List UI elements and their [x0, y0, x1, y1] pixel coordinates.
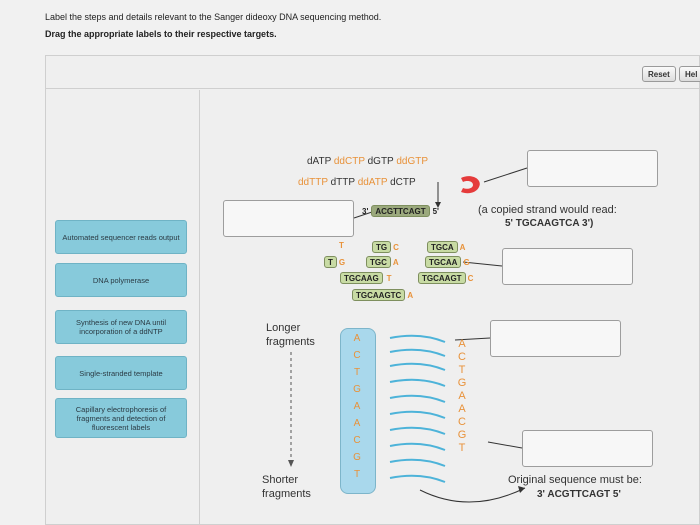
- fragment-end: G: [338, 257, 346, 267]
- tube-letter: G: [353, 384, 361, 395]
- dntp-dgtp: dGTP: [367, 156, 394, 167]
- copied-note-line-2: 5' TGCAAGTCA 3'): [505, 218, 594, 229]
- fragment-core: TG: [372, 241, 392, 253]
- tube-letter: A: [353, 418, 361, 429]
- tube-letter: G: [353, 452, 361, 463]
- tube-letter: A: [353, 333, 361, 344]
- fragment-end: A: [392, 257, 399, 267]
- divider-left: [199, 90, 200, 525]
- capillary-tube: [340, 328, 376, 494]
- readout-letter: A: [458, 390, 466, 402]
- drop-target-5[interactable]: [522, 430, 653, 467]
- dntp-dctp: dCTP: [390, 177, 416, 188]
- fragment-row: TGCAAGTC A: [352, 289, 413, 301]
- label-dna-polymerase[interactable]: DNA polymerase: [55, 263, 187, 297]
- readout-letters: A C T G A A C G T: [455, 338, 469, 454]
- instruction-drag-text: Drag the appropriate labels to their res…: [45, 29, 277, 39]
- fragment-end: T: [386, 273, 392, 283]
- reset-button[interactable]: Reset: [642, 66, 676, 82]
- fragment-row: TGCAAG T: [340, 272, 392, 284]
- template-sequence: ACGTTCAGT: [371, 205, 430, 217]
- help-button[interactable]: Hel: [679, 66, 700, 82]
- divider-top: [46, 88, 700, 89]
- original-sequence-line-1: Original sequence must be:: [508, 474, 642, 486]
- readout-letter: T: [458, 442, 466, 454]
- tube-letter: C: [353, 350, 361, 361]
- label-automated-sequencer[interactable]: Automated sequencer reads output: [55, 220, 187, 254]
- fragment-row: TG C: [372, 241, 399, 253]
- fragment-core: TGCAAGTC: [352, 289, 406, 301]
- label-capillary-electrophoresis[interactable]: Capillary electrophoresis of fragments a…: [55, 398, 187, 438]
- dntp-dttp: dTTP: [330, 177, 355, 188]
- copied-note-line-1: (a copied strand would read:: [478, 204, 617, 216]
- template-strand: 3' ACGTTCAGT 5': [362, 205, 439, 217]
- fragment-row: TGCAA G: [425, 256, 470, 268]
- readout-letter: A: [458, 338, 466, 350]
- fragment-core: TGCAA: [425, 256, 462, 268]
- template-3prime: 3': [362, 206, 369, 216]
- longer-fragments-line-1: Longer: [266, 322, 301, 334]
- fragment-row: TGC A: [366, 256, 399, 268]
- fragment-core: TGC: [366, 256, 391, 268]
- ddntp-ddctp: ddCTP: [333, 156, 365, 167]
- drop-target-1[interactable]: [223, 200, 354, 237]
- fragment-row: TGCA A: [427, 241, 465, 253]
- fragment-core: TGCAAGT: [418, 272, 466, 284]
- drop-target-4[interactable]: [490, 320, 621, 357]
- nucleotides-line-1: dATP ddCTP dGTP ddGTP: [307, 156, 428, 167]
- readout-letter: G: [457, 429, 467, 441]
- tube-letter: C: [353, 435, 361, 446]
- readout-letter: C: [458, 416, 466, 428]
- fragment-row: TGCAAGT C: [418, 272, 473, 284]
- readout-letter: A: [458, 403, 466, 415]
- shorter-fragments-line-2: fragments: [262, 488, 311, 500]
- ddntp-ddatp: ddATP: [357, 177, 388, 188]
- longer-fragments-line-2: fragments: [266, 336, 315, 348]
- drop-target-2[interactable]: [527, 150, 658, 187]
- drop-target-3[interactable]: [502, 248, 633, 285]
- detector-signal-graphic: [389, 334, 446, 483]
- fragment-core: T: [324, 256, 337, 268]
- polymerase-icon: [461, 176, 480, 194]
- fragment-end: T: [339, 241, 344, 250]
- fragment-row: T G: [324, 256, 345, 268]
- label-synthesis-ddntp[interactable]: Synthesis of new DNA until incorporation…: [55, 310, 187, 344]
- tube-letter: T: [353, 367, 361, 378]
- dntp-datp: dATP: [307, 156, 332, 167]
- tube-letters: A C T G A A C G T: [349, 333, 367, 480]
- single-t-fragment: T: [339, 241, 344, 250]
- fragment-end: A: [407, 290, 414, 300]
- fragment-core: TGCA: [427, 241, 458, 253]
- shorter-fragments-line-1: Shorter: [262, 474, 299, 486]
- fragment-end: C: [393, 242, 399, 252]
- fragment-end: C: [467, 273, 474, 283]
- tube-letter: A: [353, 401, 361, 412]
- readout-letter: T: [458, 364, 466, 376]
- readout-letter: C: [458, 351, 466, 363]
- original-sequence-line-2: 3' ACGTTCAGT 5': [537, 489, 621, 500]
- fragment-end: G: [463, 257, 470, 267]
- nucleotides-line-2: ddTTP dTTP ddATP dCTP: [298, 177, 416, 188]
- template-5prime: 5': [432, 206, 439, 216]
- ddntp-ddgtp: ddGTP: [396, 156, 429, 167]
- ddntp-ddttp: ddTTP: [298, 177, 328, 188]
- readout-letter: G: [457, 377, 467, 389]
- fragment-core: TGCAAG: [340, 272, 383, 284]
- fragment-end: A: [459, 242, 466, 252]
- label-single-stranded-template[interactable]: Single-stranded template: [55, 356, 187, 390]
- tube-letter: T: [353, 469, 361, 480]
- instruction-text: Label the steps and details relevant to …: [45, 12, 382, 22]
